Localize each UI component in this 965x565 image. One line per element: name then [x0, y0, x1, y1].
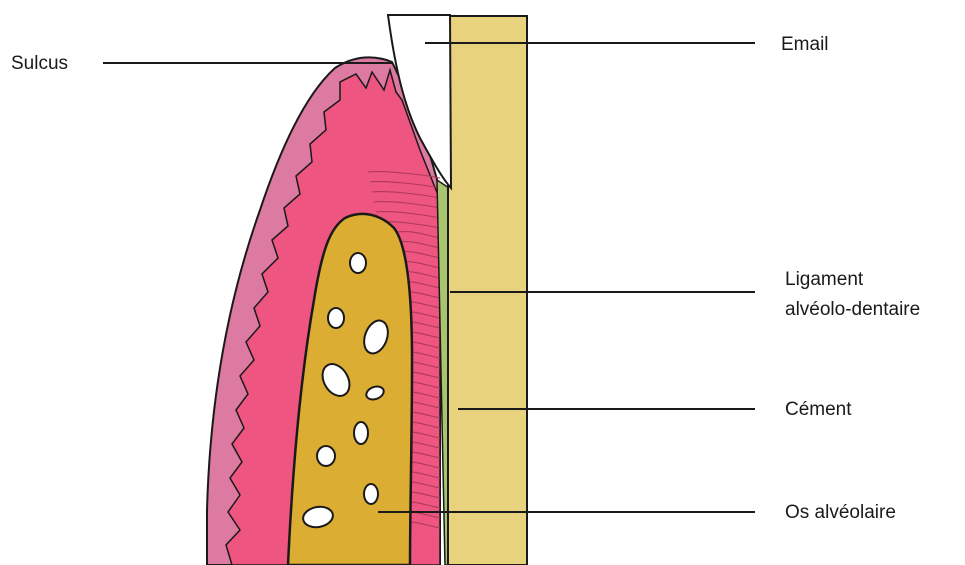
bone-pore: [317, 446, 335, 466]
bone-pore: [328, 308, 344, 328]
ligament-label-line2: alvéolo-dentaire: [785, 298, 920, 321]
bone-pore: [354, 422, 368, 444]
email-label: Email: [781, 33, 829, 56]
os-label: Os alvéolaire: [785, 501, 896, 524]
bone-pore: [364, 484, 378, 504]
tooth-root-shape: [448, 16, 527, 565]
ligament-label-line1: Ligament: [785, 268, 863, 291]
sulcus-label: Sulcus: [11, 52, 68, 75]
bone-pore: [350, 253, 366, 273]
cement-label: Cément: [785, 398, 852, 421]
